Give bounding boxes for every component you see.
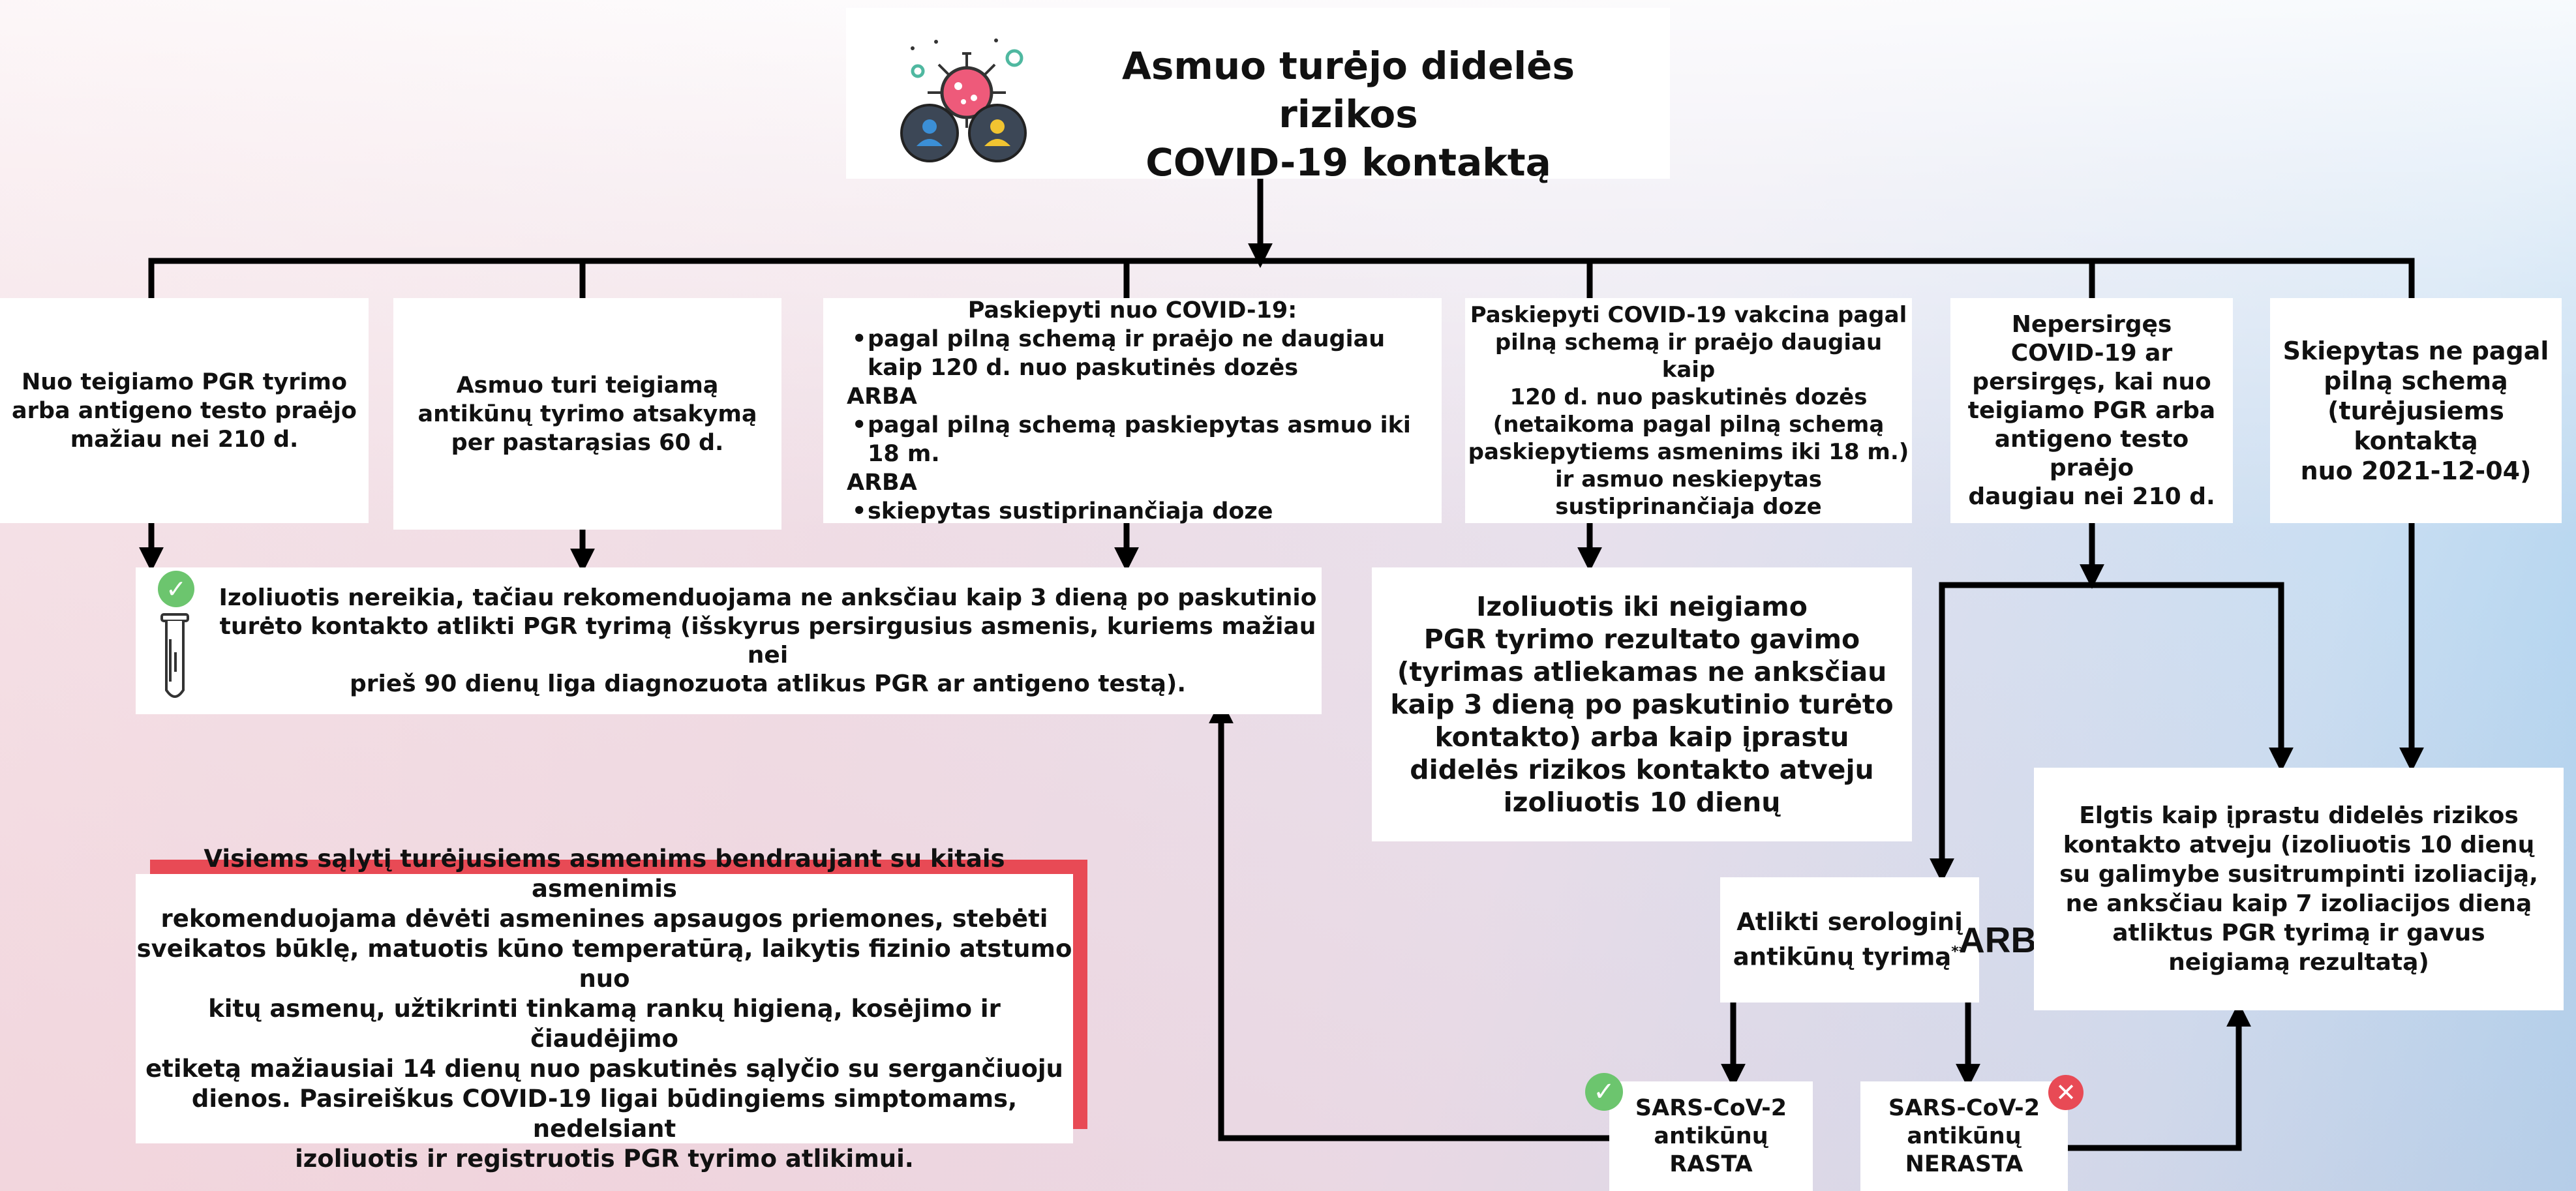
virus-people-icon <box>898 29 1035 162</box>
box4-line: sustiprinančiaja doze <box>1555 493 1822 520</box>
serology-line: Atlikti serologinį <box>1736 908 1963 937</box>
not-found-line: SARS-CoV-2 <box>1888 1094 2040 1121</box>
advice-line: etiketą mažiausiai 14 dienų nuo paskutin… <box>145 1054 1063 1083</box>
found-line: antikūnų RASTA <box>1654 1123 1768 1177</box>
vaccinated-conditions-2: pagal pilną schemą paskiepytas asmuo iki… <box>843 411 1422 468</box>
antibodies-found-box: SARS-CoV-2 antikūnų RASTA <box>1609 1081 1813 1191</box>
test-tube-icon <box>159 613 191 704</box>
condition-item: pagal pilną schemą ir praėjo ne daugiau … <box>843 325 1422 382</box>
isolate-until-pcr-box: Izoliuotis iki neigiamo PGR tyrimo rezul… <box>1372 567 1912 841</box>
box4-line: (netaikoma pagal pilną schemą <box>1493 411 1885 438</box>
standard-line: neigiamą rezultatą) <box>2168 949 2429 976</box>
no-isolation-line: Izoliuotis nereikia, tačiau rekomenduoja… <box>219 584 1317 611</box>
serology-test-box: Atlikti serologinį antikūnų tyrimą** <box>1720 877 1979 1003</box>
box6-line: nuo 2021-12-04) <box>2300 456 2532 485</box>
advice-line: kitų asmenų, užtikrinti tinkamą rankų hi… <box>208 994 1001 1053</box>
box5-line: teigiamo PGR arba <box>1967 397 2216 424</box>
or-label: ARBA <box>847 383 917 410</box>
standard-line: su galimybe susitrumpinti izoliaciją, <box>2059 861 2538 888</box>
vaccinated-conditions-3: skiepytas sustiprinančiaja doze <box>843 497 1422 526</box>
check-icon: ✓ <box>158 571 194 607</box>
standard-line: kontakto atveju (izoliuotis 10 dienų <box>2063 832 2535 858</box>
page-title: Asmuo turėjo didelės rizikos COVID-19 ko… <box>1061 42 1635 187</box>
isolate-line: kontakto) arba kaip įprastu <box>1434 721 1849 753</box>
box4-line: paskiepytiems asmenims iki 18 m.) <box>1468 438 1909 465</box>
isolate-line: kaip 3 dieną po paskutinio turėto <box>1390 689 1894 720</box>
condition-item: skiepytas sustiprinančiaja doze <box>843 497 1422 526</box>
box4-line: 120 d. nuo paskutinės dozės <box>1509 384 1868 410</box>
condition-item: pagal pilną schemą paskiepytas asmuo iki… <box>843 411 1422 468</box>
box4-line: pilną schemą ir praėjo daugiau kaip <box>1494 329 1883 383</box>
box5-line: daugiau nei 210 d. <box>1968 483 2215 510</box>
footnote-mark: ** <box>1951 944 1967 961</box>
found-line: SARS-CoV-2 <box>1635 1094 1787 1121</box>
box2-line: per pastarąsias 60 d. <box>451 429 724 456</box>
box6-line: Skiepytas ne pagal <box>2282 336 2549 365</box>
advice-line: izoliuotis ir registruotis PGR tyrimo at… <box>295 1144 914 1173</box>
box2-line: antikūnų tyrimo atsakymą <box>417 400 757 427</box>
advice-line: dienos. Pasireiškus COVID-19 ligai būdin… <box>191 1084 1018 1143</box>
advice-line: rekomenduojama dėvėti asmenines apsaugos… <box>160 904 1048 933</box>
isolate-line: didelės rizikos kontakto atveju <box>1410 754 1874 785</box>
standard-line: Elgtis kaip įprastu didelės rizikos <box>2079 802 2519 829</box>
not-found-line: NERASTA <box>1905 1151 2023 1177</box>
cross-icon: ✕ <box>2048 1075 2084 1110</box>
antibodies-not-found-box: SARS-CoV-2 antikūnų NERASTA <box>1860 1081 2068 1191</box>
box2-line: Asmuo turi teigiamą <box>456 372 719 399</box>
standard-case-box: Elgtis kaip įprastu didelės rizikos kont… <box>2034 768 2564 1010</box>
box1-line: mažiau nei 210 d. <box>70 426 299 453</box>
check-icon: ✓ <box>1585 1073 1623 1111</box>
vaccinated-title: Paskiepyti nuo COVID-19: <box>967 297 1297 324</box>
box1-line: Nuo teigiamo PGR tyrimo <box>21 369 348 395</box>
box5-line: antigeno testo praėjo <box>1994 425 2189 481</box>
no-isolation-line: prieš 90 dienų liga diagnozuota atlikus … <box>349 670 1187 697</box>
general-advice-box: Visiems sąlytį turėjusiems asmenims bend… <box>136 845 1073 1173</box>
positive-antibody-box: Asmuo turi teigiamą antikūnų tyrimo atsa… <box>393 298 781 530</box>
isolate-line: Izoliuotis iki neigiamo <box>1476 591 1808 622</box>
advice-line: sveikatos būklę, matuotis kūno temperatū… <box>136 934 1072 993</box>
serology-line: antikūnų tyrimą <box>1733 942 1952 971</box>
box5-line: Nepersirgęs <box>2011 310 2172 338</box>
box5-line: persirgęs, kai nuo <box>1972 368 2211 395</box>
not-found-line: antikūnų <box>1907 1123 2022 1149</box>
or-label: ARBA <box>847 469 917 496</box>
box4-line: Paskiepyti COVID-19 vakcina pagal <box>1470 301 1907 328</box>
box6-line: pilną schemą <box>2324 366 2508 395</box>
box5-line: COVID-19 ar <box>2010 339 2173 367</box>
not-recovered-box: Nepersirgęs COVID-19 ar persirgęs, kai n… <box>1950 298 2233 523</box>
isolate-line: izoliuotis 10 dienų <box>1503 787 1781 818</box>
box4-line: ir asmuo neskiepytas <box>1554 466 1823 492</box>
vaccinated-conditions: pagal pilną schemą ir praėjo ne daugiau … <box>843 325 1422 382</box>
title-line-1: Asmuo turėjo didelės rizikos <box>1121 44 1575 136</box>
isolate-line: (tyrimas atliekamas ne anksčiau <box>1397 656 1887 687</box>
not-fully-vaccinated-box: Skiepytas ne pagal pilną schemą (turėjus… <box>2270 298 2562 523</box>
title-line-2: COVID-19 kontaktą <box>1145 140 1551 185</box>
standard-line: atliktus PGR tyrimą ir gavus <box>2112 920 2485 946</box>
vaccinated-box: Paskiepyti nuo COVID-19: pagal pilną sch… <box>823 297 1442 526</box>
box6-line: (turėjusiems kontaktą <box>2327 396 2504 455</box>
isolate-line: PGR tyrimo rezultato gavimo <box>1423 624 1860 655</box>
no-isolation-box: Izoliuotis nereikia, tačiau rekomenduoja… <box>136 567 1322 714</box>
vaccinated-over-120-box: Paskiepyti COVID-19 vakcina pagal pilną … <box>1465 298 1912 523</box>
no-isolation-line: turėto kontakto atlikti PGR tyrimą (išsk… <box>219 612 1316 669</box>
advice-line: Visiems sąlytį turėjusiems asmenims bend… <box>204 844 1005 903</box>
standard-line: ne anksčiau kaip 7 izoliacijos dieną <box>2065 890 2532 917</box>
recent-positive-test-box: Nuo teigiamo PGR tyrimo arba antigeno te… <box>0 298 369 523</box>
box1-line: arba antigeno testo praėjo <box>12 397 357 424</box>
header-box: Asmuo turėjo didelės rizikos COVID-19 ko… <box>846 8 1670 185</box>
